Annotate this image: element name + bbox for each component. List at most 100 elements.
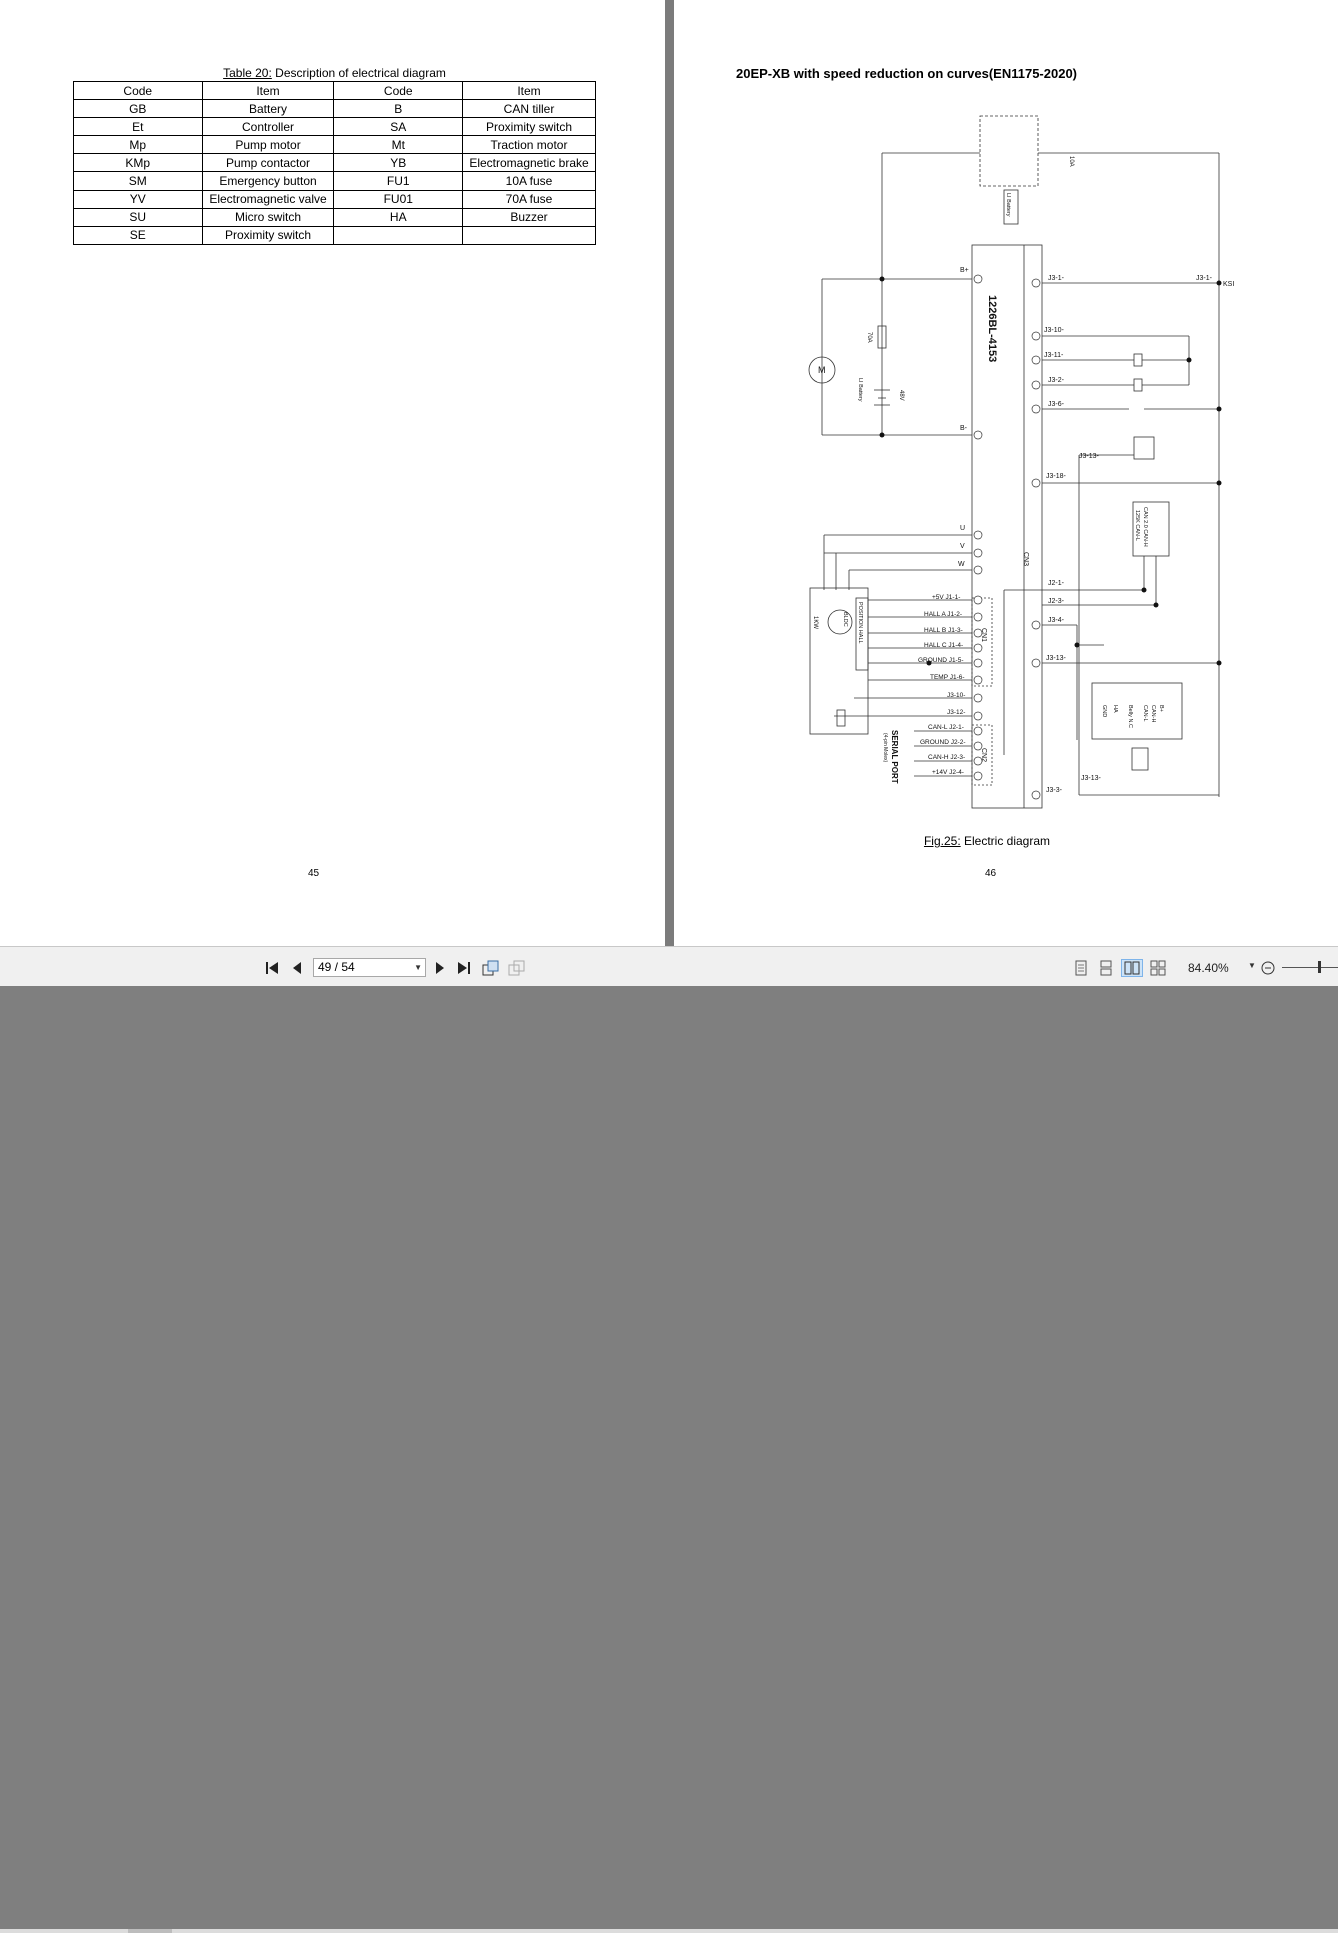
copy-pages-icon bbox=[508, 960, 525, 976]
battery-label: LI Battery bbox=[857, 378, 863, 402]
table-cell bbox=[333, 225, 464, 245]
tiller-pin-label: B+ bbox=[1158, 705, 1164, 712]
table-cell: Emergency button bbox=[201, 171, 335, 191]
facing-view-button[interactable] bbox=[1121, 959, 1143, 977]
pin-label: J3-10- bbox=[1044, 327, 1065, 334]
document-viewport[interactable]: Table 20: Description of electrical diag… bbox=[0, 0, 1338, 946]
table-cell: Proximity switch bbox=[462, 117, 596, 137]
encoder-pin-label: J3-12- bbox=[947, 709, 965, 716]
table-cell: FU01 bbox=[333, 189, 464, 209]
pin-label: J3-11- bbox=[1044, 352, 1064, 359]
table-cell: SM bbox=[73, 171, 203, 191]
tiller-pin-label: Belly N.C bbox=[1127, 705, 1133, 728]
motor-terminal-label: W bbox=[958, 561, 965, 568]
cn3-label: CN3 bbox=[1022, 552, 1029, 566]
page-number: 46 bbox=[985, 868, 997, 879]
position-hall-label: POSITION HALL bbox=[857, 602, 863, 644]
continuous-view-button[interactable] bbox=[1097, 959, 1115, 977]
tiller-pin-label: HA bbox=[1112, 705, 1118, 713]
zoom-level[interactable]: 84.40% bbox=[1188, 961, 1229, 975]
pin-label: J3-18- bbox=[1046, 473, 1067, 480]
single-page-icon bbox=[1075, 960, 1087, 976]
next-page-icon bbox=[436, 962, 444, 974]
table-cell: GB bbox=[73, 99, 203, 119]
first-page-icon bbox=[266, 962, 278, 974]
table-cell: Et bbox=[73, 117, 203, 137]
table-cell: Mt bbox=[333, 135, 464, 155]
zoom-slider-track[interactable] bbox=[1282, 967, 1338, 968]
fuse-10a-label: 10A bbox=[1068, 156, 1074, 167]
pin-label: J3-2- bbox=[1048, 377, 1065, 384]
bldc-label: BLDC bbox=[842, 612, 848, 627]
scrollbar-thumb[interactable] bbox=[128, 1929, 172, 1933]
page-indicator-text: 49 / 54 bbox=[318, 960, 355, 974]
serial-pin-label: GROUND J2-2- bbox=[920, 739, 966, 746]
pin-label: J2-3- bbox=[1048, 598, 1065, 605]
zoom-dropdown-icon[interactable]: ▼ bbox=[1248, 961, 1256, 970]
page-number-input[interactable]: 49 / 54 ▼ bbox=[313, 958, 426, 977]
table-cell: Mp bbox=[73, 135, 203, 155]
last-page-button[interactable] bbox=[455, 959, 473, 977]
chevron-down-icon[interactable]: ▼ bbox=[414, 963, 422, 972]
table-cell bbox=[462, 225, 596, 245]
viewer-toolbar: 49 / 54 ▼ 84.40% ▼ bbox=[0, 946, 1338, 1933]
pin-label: J2-1- bbox=[1048, 580, 1065, 587]
table-cell: HA bbox=[333, 207, 464, 227]
continuous-page-icon bbox=[1100, 960, 1112, 976]
serial-port-label: SERIAL PORT bbox=[890, 730, 899, 784]
controller-label: 1226BL-4153 bbox=[986, 295, 998, 362]
serial-port-sublabel: (4-pin Molex) bbox=[882, 733, 888, 763]
copy-pages-button[interactable] bbox=[508, 959, 526, 977]
serial-pin-label: CAN-H J2-3- bbox=[928, 754, 965, 761]
power-label: 1KW bbox=[812, 616, 818, 629]
continuous-facing-icon bbox=[1150, 960, 1166, 976]
previous-page-icon bbox=[293, 962, 301, 974]
encoder-pin-label: GROUND J1-5- bbox=[918, 657, 964, 664]
continuous-facing-view-button[interactable] bbox=[1149, 959, 1167, 977]
cn2-label: CN2 bbox=[980, 748, 987, 762]
page-number: 45 bbox=[308, 868, 320, 879]
export-pages-button[interactable] bbox=[482, 959, 500, 977]
table-cell: FU1 bbox=[333, 171, 464, 191]
figure-caption: Fig.25: Electric diagram bbox=[674, 834, 1300, 848]
last-page-icon bbox=[458, 962, 470, 974]
next-page-button[interactable] bbox=[431, 959, 449, 977]
table-cell: 10A fuse bbox=[462, 171, 596, 191]
previous-page-button[interactable] bbox=[288, 959, 306, 977]
fuse-70a-label: 70A bbox=[866, 332, 872, 343]
pin-label: J3-1- bbox=[1196, 275, 1213, 282]
motor-terminal-label: V bbox=[960, 543, 965, 550]
encoder-pin-label: +5V J1-1- bbox=[932, 594, 960, 601]
table-cell: B bbox=[333, 99, 464, 119]
pin-label: J3-4- bbox=[1048, 617, 1065, 624]
page-46: 20EP-XB with speed reduction on curves(E… bbox=[674, 0, 1338, 946]
single-page-view-button[interactable] bbox=[1072, 959, 1090, 977]
serial-pin-label: +14V J2-4- bbox=[932, 769, 964, 776]
pin-label: J3-13- bbox=[1079, 453, 1100, 460]
table-header-cell: Item bbox=[201, 80, 335, 101]
horizontal-scrollbar[interactable] bbox=[0, 1929, 1338, 1933]
facing-pages-icon bbox=[1124, 961, 1140, 975]
table-cell: Electromagnetic brake bbox=[462, 153, 596, 173]
first-page-button[interactable] bbox=[263, 959, 281, 977]
table-cell: Pump contactor bbox=[201, 153, 335, 173]
table-cell: KMp bbox=[73, 153, 203, 173]
page-45: Table 20: Description of electrical diag… bbox=[0, 0, 665, 946]
encoder-pin-label: HALL C J1-4- bbox=[924, 642, 963, 649]
tiller-pin-label: GND bbox=[1101, 705, 1107, 717]
zoom-out-button[interactable] bbox=[1259, 959, 1277, 977]
zoom-slider-handle[interactable] bbox=[1318, 961, 1321, 973]
electric-diagram: 1226BL-4153 CN3 CN1 CN2 KSI J3-1- J3-1- … bbox=[808, 115, 1234, 809]
table-cell: YV bbox=[73, 189, 203, 209]
table-cell: Pump motor bbox=[201, 135, 335, 155]
table-cell: CAN tiller bbox=[462, 99, 596, 119]
table-caption: Table 20: Description of electrical diag… bbox=[73, 66, 596, 80]
ksi-label: KSI bbox=[1223, 281, 1234, 288]
pin-label: J3-3- bbox=[1046, 787, 1063, 794]
